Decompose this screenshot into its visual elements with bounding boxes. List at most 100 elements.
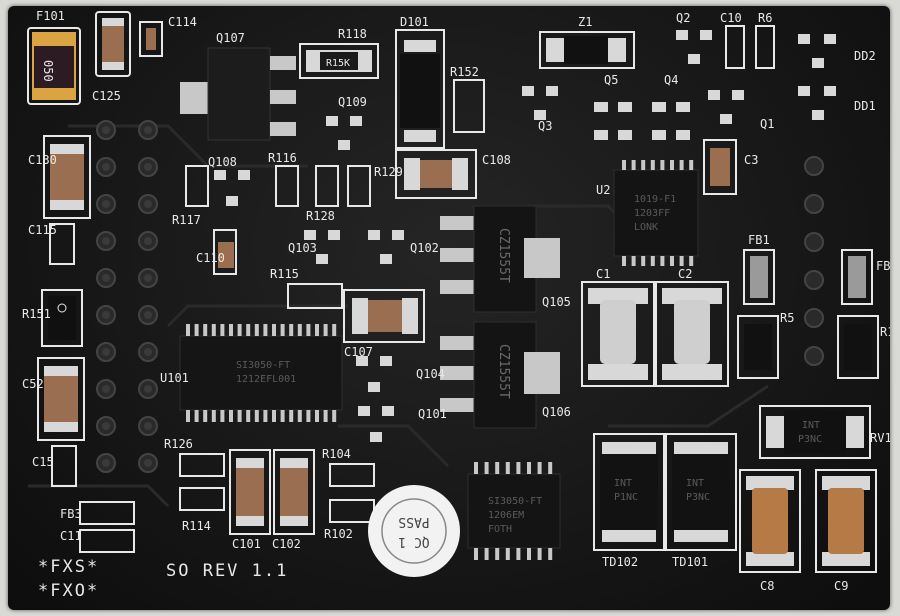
cap-c101 — [229, 449, 271, 535]
label-q108: Q108 — [208, 155, 237, 169]
chip-pin — [660, 256, 665, 266]
chip-pin — [527, 548, 531, 560]
cap-c107 — [343, 289, 425, 343]
chip-pin — [246, 324, 251, 336]
label-fb2: FB2 — [876, 259, 890, 273]
header-pin-hole — [102, 237, 110, 245]
chip-pin — [670, 160, 674, 170]
sticker-line1: PASS — [398, 514, 429, 529]
diode-d101 — [395, 29, 445, 149]
zener-z1 — [539, 31, 635, 69]
header-pin-hole — [144, 422, 152, 430]
header-pin-hole — [102, 348, 110, 356]
rv1-line1: INT — [802, 420, 820, 431]
q106-marking: CZ1555T — [496, 344, 511, 399]
td101-line2: P3NC — [686, 492, 710, 503]
label-r118: R118 — [338, 27, 367, 41]
label-c115: C115 — [28, 223, 57, 237]
label-z1: Z1 — [578, 15, 592, 29]
chip-pin — [332, 410, 337, 422]
transistor-q106: CZ1555T — [440, 321, 560, 429]
label-c102: C102 — [272, 537, 301, 551]
chip-pin — [474, 462, 478, 474]
label-r117: R117 — [172, 213, 201, 227]
chip-pin — [641, 160, 646, 170]
right-pin-column — [804, 156, 824, 366]
chip-pin — [631, 256, 636, 266]
chip-pin — [679, 256, 684, 266]
qc-pass-sticker: PASS QC 1 — [368, 485, 460, 577]
label-d101: D101 — [400, 15, 429, 29]
label-fb1: FB1 — [748, 233, 770, 247]
label-c130: C130 — [28, 153, 57, 167]
chip-pin — [484, 462, 489, 474]
small-resistors — [49, 165, 375, 553]
label-c108: C108 — [482, 153, 511, 167]
chip-pin — [631, 160, 636, 170]
label-c125: C125 — [92, 89, 121, 103]
header-pin-hole — [144, 385, 152, 393]
chip-pin — [306, 410, 311, 422]
cap-c8 — [739, 469, 801, 573]
u102-line3: FOTH — [488, 524, 512, 535]
cap-c125 — [95, 11, 131, 77]
chip-pin — [495, 548, 500, 560]
chip-pin — [323, 410, 328, 422]
label-c114: C114 — [168, 15, 197, 29]
resistor-r152 — [453, 79, 485, 133]
label-c8: C8 — [760, 579, 774, 593]
u2-line1: 1019-F1 — [634, 194, 676, 205]
chip-u101: SI3050-FT 1212EFL001 — [179, 324, 343, 422]
resistor-r151 — [41, 289, 83, 347]
chip-pin — [650, 160, 655, 170]
label-c2: C2 — [678, 267, 692, 281]
chip-pin — [203, 324, 208, 336]
chip-pin — [505, 548, 510, 560]
label-q104: Q104 — [416, 367, 445, 381]
label-r114: R114 — [182, 519, 211, 533]
chip-pin — [186, 410, 190, 422]
chip-pin — [220, 410, 225, 422]
label-u101: U101 — [160, 371, 189, 385]
header-pin-hole — [144, 274, 152, 282]
header-pin-hole — [102, 459, 110, 467]
chip-pin — [220, 324, 225, 336]
chip-pin — [516, 462, 521, 474]
label-f101: F101 — [36, 9, 65, 23]
chip-pin — [263, 410, 268, 422]
label-r102: R102 — [324, 527, 353, 541]
fuse-f101: 050 — [27, 27, 81, 105]
chip-pin — [315, 410, 319, 422]
chip-pin — [280, 410, 285, 422]
td102-line2: P1NC — [614, 492, 638, 503]
u101-line2: 1212EFL001 — [236, 374, 296, 385]
chip-pin — [689, 256, 694, 266]
header-pin-hole — [144, 237, 152, 245]
header-pin-hole — [144, 311, 152, 319]
header-pin-hole — [102, 200, 110, 208]
u102-line2: 1206EM — [488, 510, 524, 521]
sticker-line2: QC 1 — [398, 534, 429, 549]
r118-marking: R15K — [326, 58, 350, 69]
chip-pin — [650, 256, 655, 266]
pin — [804, 346, 824, 366]
label-u2: U2 — [596, 183, 610, 197]
td101-line1: INT — [686, 478, 704, 489]
chip-pin — [670, 256, 674, 266]
cap-c9 — [815, 469, 877, 573]
cap-c3 — [703, 139, 737, 195]
chip-pin — [332, 324, 337, 336]
chip-pin — [306, 324, 311, 336]
chip-pin — [474, 548, 478, 560]
label-r5: R5 — [780, 311, 794, 325]
chip-pin — [229, 410, 233, 422]
chip-pin — [289, 324, 294, 336]
header-pin-hole — [144, 200, 152, 208]
label-c3: C3 — [744, 153, 758, 167]
chip-pin — [203, 410, 208, 422]
resistor-r118: R15K — [299, 43, 379, 79]
label-c110: C110 — [196, 251, 225, 265]
header-pin-hole — [102, 274, 110, 282]
label-r6: R6 — [758, 11, 772, 25]
u2-line3: LONK — [634, 222, 658, 233]
